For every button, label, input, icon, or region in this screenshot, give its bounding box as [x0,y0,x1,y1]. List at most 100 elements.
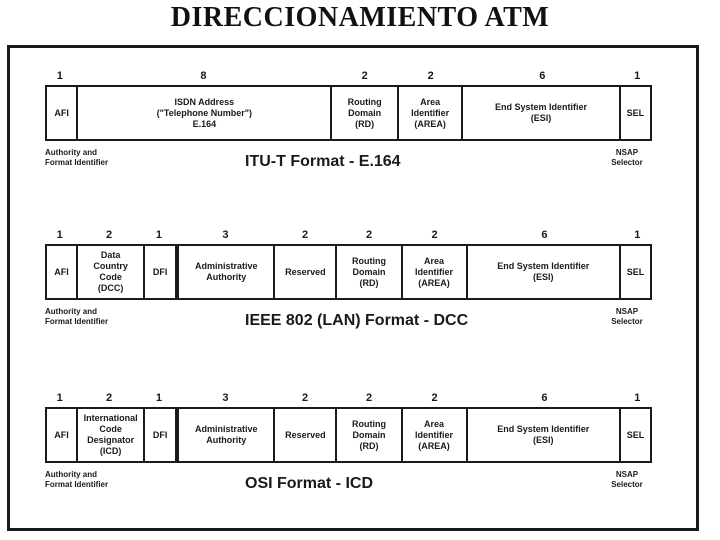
page-title: DIRECCIONAMIENTO ATM [170,2,550,33]
field-cell-afi: AFI [47,87,76,139]
field-label-line: SEL [626,266,645,277]
field-label-line: DFI [152,429,168,440]
field-label-line: SEL [626,429,645,440]
caption-line: NSAP [615,148,639,157]
byte-count-sel: 1 [634,70,641,82]
field-label-line: AFI [54,107,69,118]
field-label-line: (RD) [359,277,379,288]
field-cell-afi: AFI [47,246,76,298]
field-label-line: Country [93,261,128,271]
field-label-line: Identifier [415,266,454,277]
byte-count-sel: 1 [634,392,641,404]
field-label-line: (ESI) [530,113,552,123]
byte-count-routing: 2 [366,229,373,241]
field-label-line: DFI [152,266,168,277]
field-label-line: Domain [348,107,382,118]
field-label-line: Code [99,272,122,282]
caption-line: Selector [611,317,643,326]
caption-line: Format Identifier [45,317,109,326]
byte-count-afi: 1 [56,229,63,241]
byte-count-dfi: 1 [155,229,162,241]
field-cell-end-system-identifier: End System Identifier(ESI) [461,87,618,139]
field-label-line: Reserved [285,266,326,277]
field-label-line: Administrative [194,261,258,271]
field-label-line: Domain [352,266,386,277]
caption-line: Selector [611,158,643,167]
field-cell-end-system-identifier: End System Identifier(ESI) [465,246,619,298]
field-cell-end-system-identifier: End System Identifier(ESI) [465,409,619,461]
field-label-line: Data [100,250,121,260]
byte-count-international: 2 [105,392,113,404]
field-label-line: Identifier [411,107,450,118]
field-cell-reserved: Reserved [273,246,335,298]
byte-count-area: 2 [427,70,434,82]
caption-line: Authority and [45,470,97,479]
field-label-line: End System Identifier [497,424,590,434]
byte-count-reserved: 2 [301,229,309,241]
format-name-label-0: ITU-T Format - E.164 [245,153,401,170]
field-label-line: SEL [626,107,645,118]
caption-line: Authority and [45,148,97,157]
field-label-line: Authority [206,272,247,282]
field-label-line: Routing [351,255,386,266]
caption-line: NSAP [615,470,639,479]
byte-count-end-system-identifier: 6 [539,70,546,82]
byte-count-area: 2 [431,392,438,404]
field-label-line: E.164 [192,118,217,129]
caption-line: NSAP [615,307,639,316]
field-label-line: Administrative [194,424,258,434]
field-label-line: Area [424,418,445,429]
field-cell-sel: SEL [618,87,650,139]
field-label-line: End System Identifier [497,261,590,271]
field-label-line: Identifier [415,429,454,440]
field-label-line: Routing [347,96,382,107]
byte-count-sel: 1 [634,229,641,241]
field-label-line: (AREA) [414,118,446,129]
caption-line: Authority and [45,307,97,316]
field-label-line: Area [424,255,445,266]
field-label-line: (DCC) [97,283,124,293]
byte-count-isdn-address: 8 [200,70,207,82]
byte-count-reserved: 2 [301,392,309,404]
field-label-line: (ESI) [532,272,554,282]
byte-count-area: 2 [431,229,438,241]
field-cell-sel: SEL [618,409,650,461]
byte-count-end-system-identifier: 6 [541,392,548,404]
field-label-line: Designator [87,435,135,445]
fields-row: AFI ISDN Address("Telephone Number")E.164… [45,85,652,141]
field-label-line: (ICD) [99,446,122,456]
field-label-line: International [83,413,138,423]
field-label-line: Routing [351,418,386,429]
field-label-line: (ESI) [532,435,554,445]
field-label-line: Code [99,424,122,434]
byte-count-dfi: 1 [155,392,162,404]
field-cell-reserved: Reserved [273,409,335,461]
field-label-line: ("Telephone Number") [156,107,253,118]
field-cell-isdn-address: ISDN Address("Telephone Number")E.164 [76,87,330,139]
byte-count-afi: 1 [56,392,63,404]
format-name-label-2: OSI Format - ICD [245,475,374,492]
